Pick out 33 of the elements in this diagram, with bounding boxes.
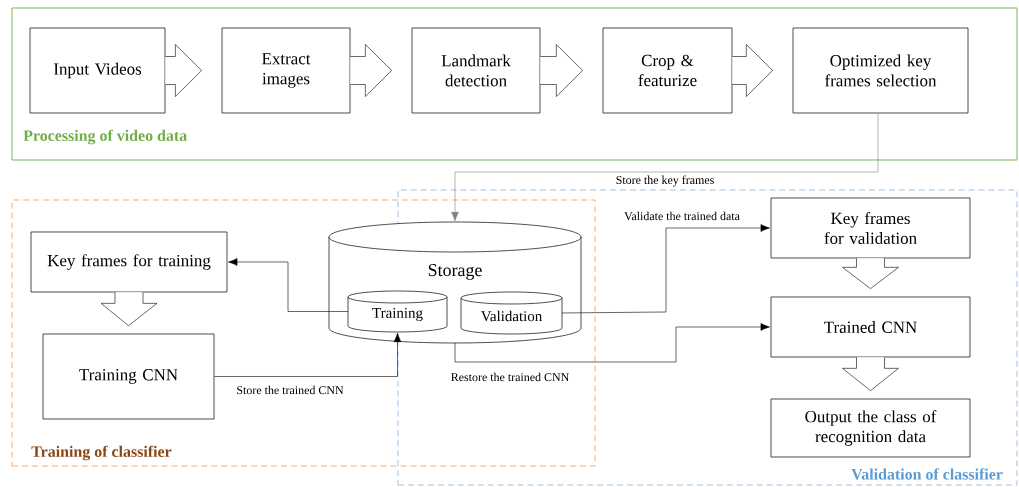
edge-label: Restore the trained CNN xyxy=(449,371,571,383)
block-arrow xyxy=(842,258,899,289)
process-box: Optimized key frames selection xyxy=(792,27,969,114)
group-label: Processing of video data xyxy=(23,129,187,145)
edge-label: Validate the trained data xyxy=(623,210,741,222)
group-label: Validation of classifier xyxy=(851,468,1003,480)
block-arrow xyxy=(842,357,899,391)
block-arrow xyxy=(100,292,158,326)
edge-label: Store the key frames xyxy=(614,174,716,188)
group-label: Training of classifier xyxy=(31,445,172,461)
arrow xyxy=(214,332,402,377)
process-box: Landmark detection xyxy=(411,27,541,114)
process-box: Training CNN xyxy=(42,333,215,420)
process-box: Key frames for training xyxy=(30,231,228,293)
arrow xyxy=(451,113,879,222)
arrow xyxy=(454,323,770,363)
block-arrow xyxy=(165,44,202,97)
block-arrow xyxy=(350,44,392,97)
group-frame xyxy=(11,199,596,467)
database-cylinder: Training xyxy=(347,290,448,333)
arrow xyxy=(228,258,349,312)
block-arrow xyxy=(540,44,583,97)
process-box: Input Videos xyxy=(29,27,166,114)
block-arrow xyxy=(732,44,773,97)
edge-label: Store the trained CNN xyxy=(235,384,345,396)
process-box: Trained CNN xyxy=(770,296,971,358)
process-box: Key frames for validation xyxy=(770,197,971,259)
process-box: Extract images xyxy=(221,27,351,114)
database-cylinder: Validation xyxy=(460,291,563,335)
group-frame xyxy=(11,7,1018,161)
process-box: Output the class of recognition data xyxy=(770,398,971,458)
process-box: Crop & featurize xyxy=(602,27,733,114)
arrow xyxy=(561,224,770,314)
